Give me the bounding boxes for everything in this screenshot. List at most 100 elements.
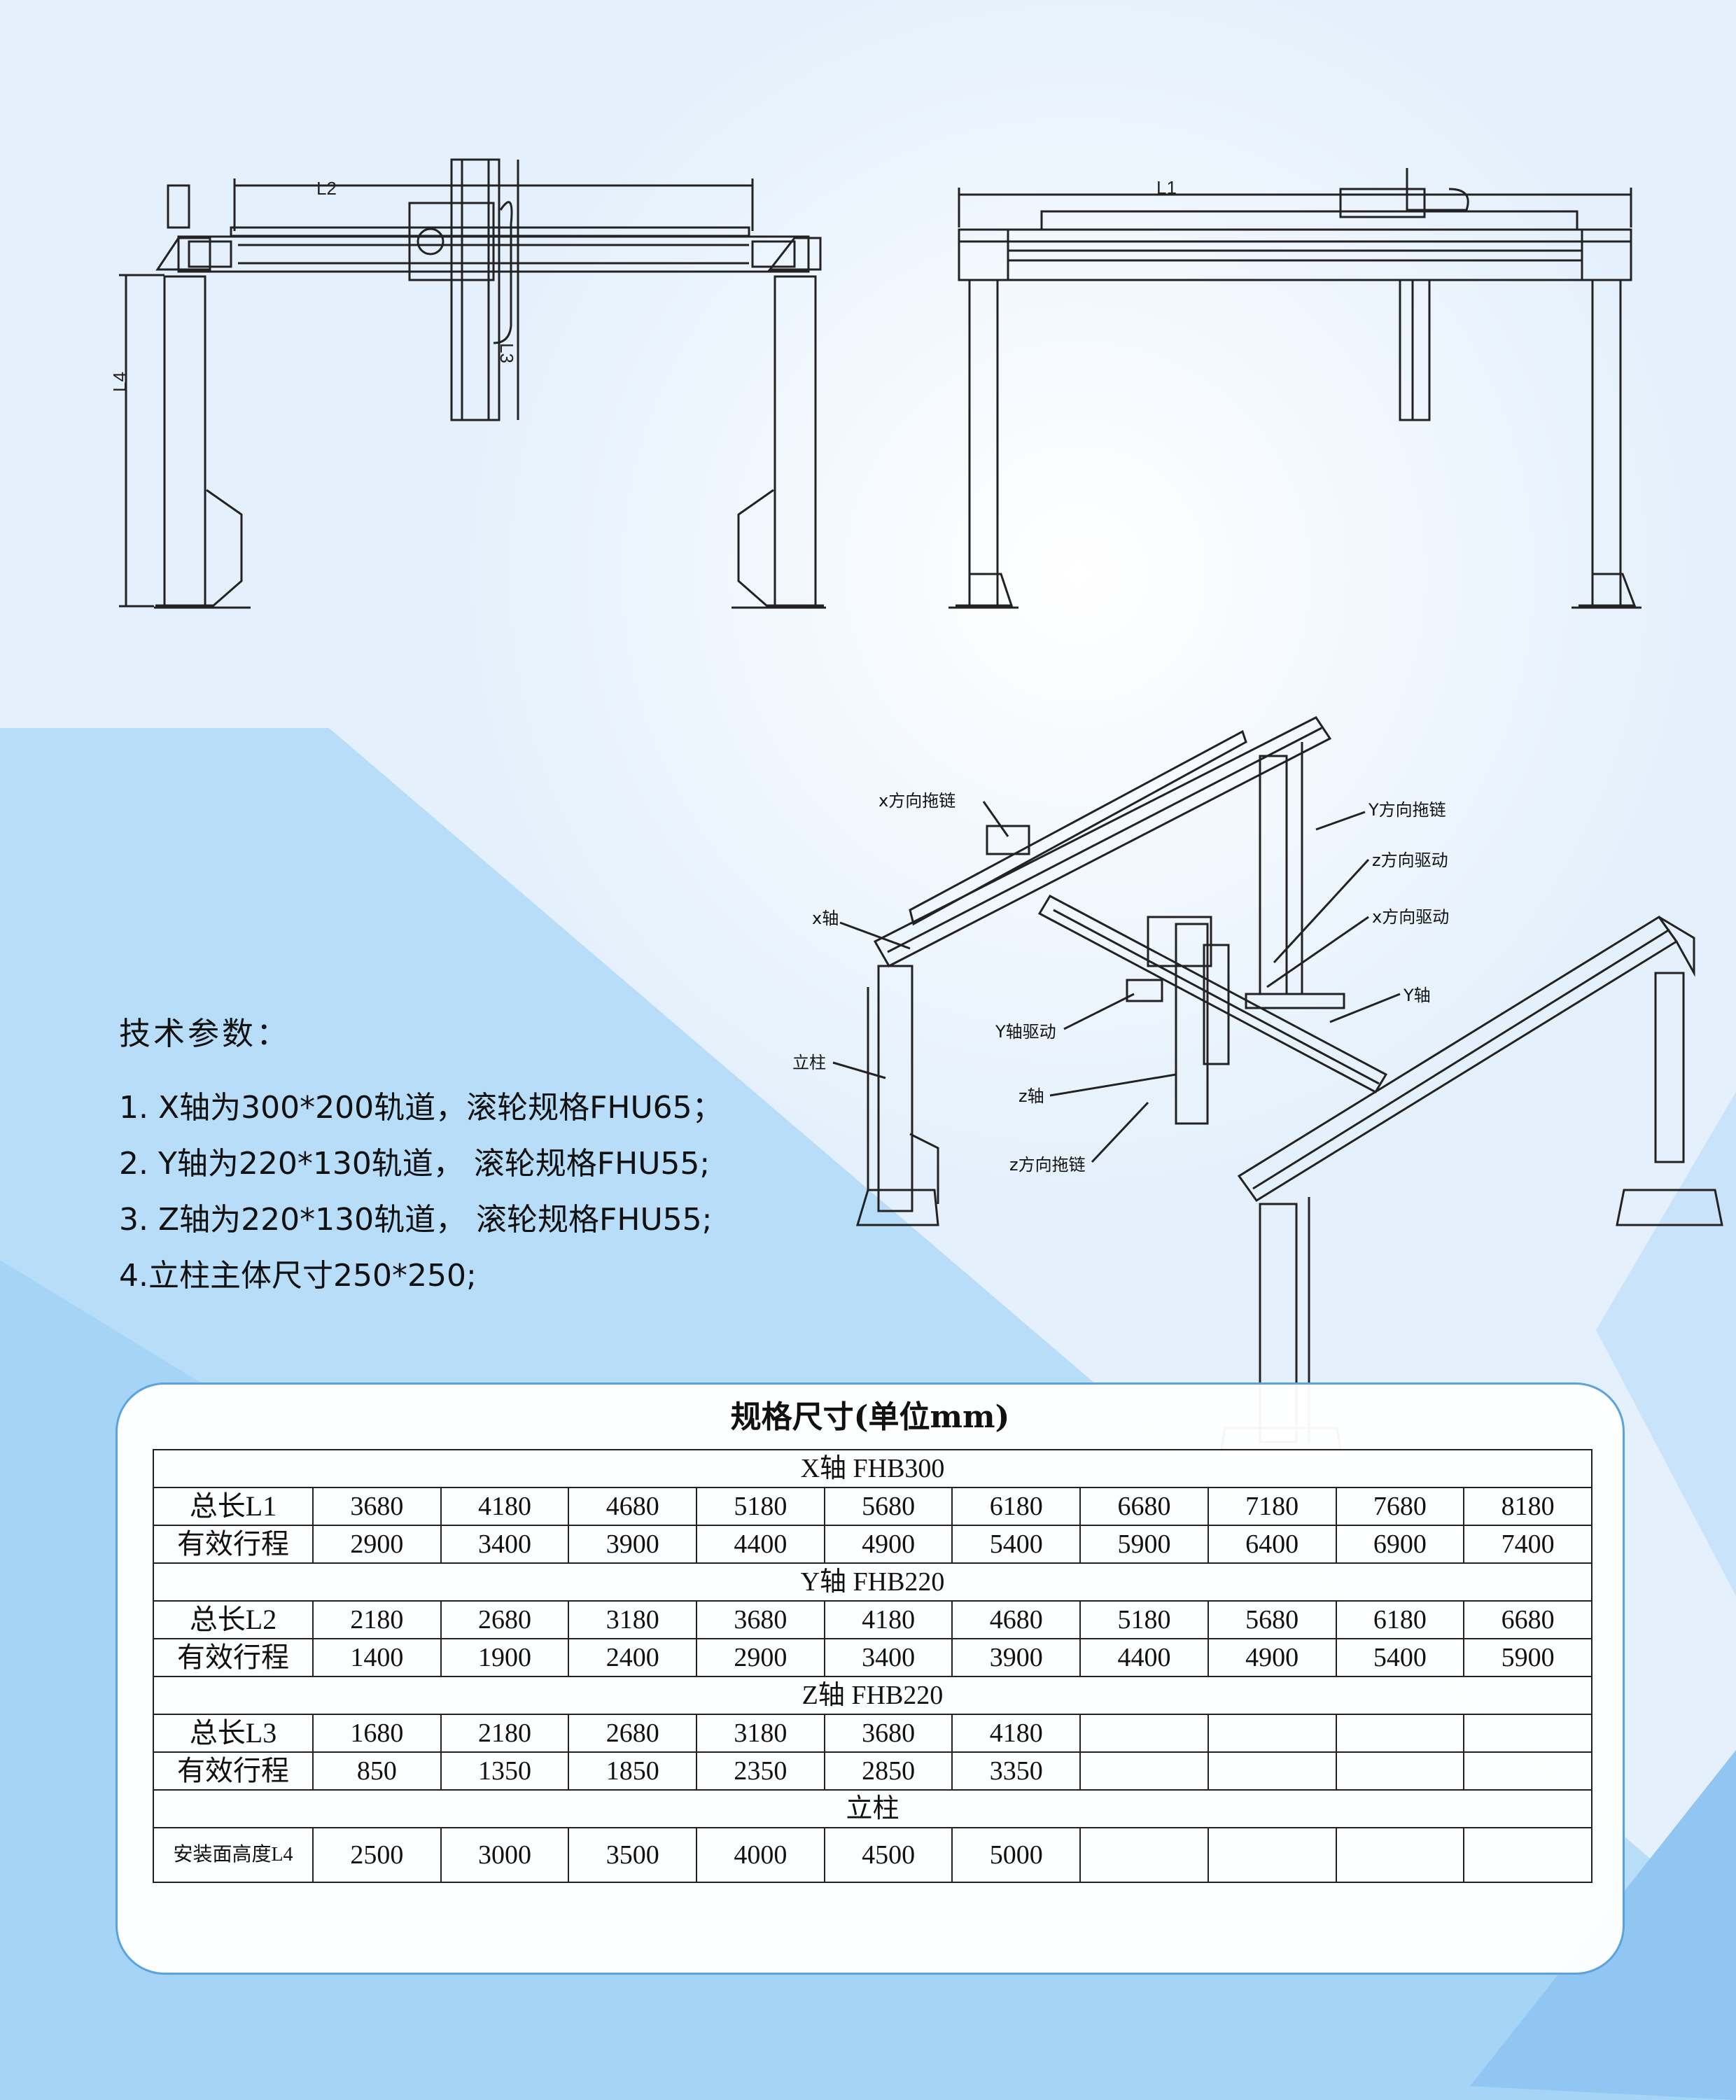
callout-z-drive: z方向驱动	[1372, 850, 1448, 870]
table-cell: 6180	[951, 1487, 1082, 1526]
table-cell: 2900	[696, 1638, 825, 1677]
table-cell: 4680	[568, 1487, 698, 1526]
table-cell: 2500	[312, 1827, 442, 1883]
row-label: 有效行程	[153, 1751, 314, 1791]
table-cell: 4500	[823, 1827, 953, 1883]
table-cell: 4000	[696, 1827, 825, 1883]
table-cell: 6900	[1335, 1525, 1465, 1564]
table-cell: 3680	[823, 1714, 953, 1753]
dim-l1: L1	[1156, 177, 1177, 198]
table-cell: 5680	[1207, 1600, 1337, 1639]
table-cell: 6680	[1079, 1487, 1209, 1526]
table-cell: 6680	[1463, 1600, 1592, 1639]
table-cell: 3500	[568, 1827, 698, 1883]
row-label: 有效行程	[153, 1638, 314, 1677]
table-cell	[1335, 1751, 1465, 1791]
table-cell	[1207, 1827, 1337, 1883]
table-cell: 6400	[1207, 1525, 1337, 1564]
table-cell: 5400	[951, 1525, 1082, 1564]
table-cell	[1463, 1714, 1592, 1753]
isometric-view	[832, 716, 1723, 1450]
table-cell: 1400	[312, 1638, 442, 1677]
table-cell	[1335, 1714, 1465, 1753]
front-view	[119, 158, 826, 609]
table-cell	[1463, 1751, 1592, 1791]
row-label: 总长L2	[153, 1600, 314, 1639]
table-cell	[1463, 1827, 1592, 1883]
table-cell	[1079, 1751, 1209, 1791]
tech-params-list: 1. X轴为300*200轨道，滚轮规格FHU65； 2. Y轴为220*130…	[119, 1080, 889, 1304]
table-cell: 2400	[568, 1638, 698, 1677]
section-title: Z轴 FHB220	[153, 1676, 1592, 1715]
table-cell: 2680	[568, 1714, 698, 1753]
table-cell: 3400	[823, 1638, 953, 1677]
tech-param-item: 1. X轴为300*200轨道，滚轮规格FHU65；	[119, 1090, 723, 1126]
callout-x-drive: x方向驱动	[1372, 907, 1449, 927]
table-cell: 5900	[1079, 1525, 1209, 1564]
section-header-row: X轴 FHB300	[153, 1449, 1592, 1488]
row-label: 有效行程	[153, 1525, 314, 1564]
table-cell: 2180	[312, 1600, 442, 1639]
table-cell: 8180	[1463, 1487, 1592, 1526]
table-cell: 1900	[440, 1638, 570, 1677]
tech-param-item: 2. Y轴为220*130轨道， 滚轮规格FHU55;	[119, 1146, 710, 1182]
callout-y-axis-drive: Y轴驱动	[995, 1022, 1056, 1042]
table-cell	[1335, 1827, 1465, 1883]
tech-params-title: 技术参数：	[119, 1015, 291, 1052]
table-cell: 5000	[951, 1827, 1082, 1883]
table-cell: 5180	[696, 1487, 825, 1526]
section-header-row: Z轴 FHB220	[153, 1676, 1592, 1715]
callout-x-drag-chain: x方向拖链	[878, 791, 955, 811]
table-cell: 6180	[1335, 1600, 1465, 1639]
table-cell: 3400	[440, 1525, 570, 1564]
table-cell: 2350	[696, 1751, 825, 1791]
table-cell: 7400	[1463, 1525, 1592, 1564]
table-cell: 4680	[951, 1600, 1082, 1639]
table-cell: 3680	[696, 1600, 825, 1639]
table-cell: 5180	[1079, 1600, 1209, 1639]
section-header-row: Y轴 FHB220	[153, 1562, 1592, 1602]
table-cell: 2680	[440, 1600, 570, 1639]
row-label: 总长L3	[153, 1714, 314, 1753]
row-label: 安装面高度L4	[153, 1827, 314, 1883]
callout-column: 立柱	[792, 1053, 826, 1072]
table-cell	[1079, 1714, 1209, 1753]
callout-z-axis: z轴	[1018, 1086, 1044, 1106]
table-cell: 2850	[823, 1751, 953, 1791]
callout-y-drag-chain: Y方向拖链	[1368, 800, 1446, 820]
table-cell	[1207, 1714, 1337, 1753]
section-header-row: 立柱	[153, 1789, 1592, 1828]
table-cell: 3900	[951, 1638, 1082, 1677]
table-cell: 4180	[823, 1600, 953, 1639]
table-cell: 4180	[951, 1714, 1082, 1753]
table-cell: 3900	[568, 1525, 698, 1564]
callout-y-axis: Y轴	[1403, 986, 1431, 1005]
table-cell	[1207, 1751, 1337, 1791]
table-cell: 5680	[823, 1487, 953, 1526]
table-cell: 3180	[568, 1600, 698, 1639]
table-cell: 5400	[1335, 1638, 1465, 1677]
table-cell: 1350	[440, 1751, 570, 1791]
callout-z-drag-chain: z方向拖链	[1009, 1155, 1086, 1175]
table-cell: 7680	[1335, 1487, 1465, 1526]
table-cell: 850	[312, 1751, 442, 1791]
table-cell: 3000	[440, 1827, 570, 1883]
table-cell: 3180	[696, 1714, 825, 1753]
dim-l2: L2	[316, 178, 337, 199]
spec-table-title: 规格尺寸(单位mm)	[730, 1399, 1010, 1435]
table-cell: 5900	[1463, 1638, 1592, 1677]
dim-l3: L3	[496, 343, 517, 363]
side-view	[948, 168, 1642, 609]
table-cell: 3350	[951, 1751, 1082, 1791]
tech-param-item: 4.立柱主体尺寸250*250;	[119, 1258, 477, 1294]
table-cell: 2900	[312, 1525, 442, 1564]
